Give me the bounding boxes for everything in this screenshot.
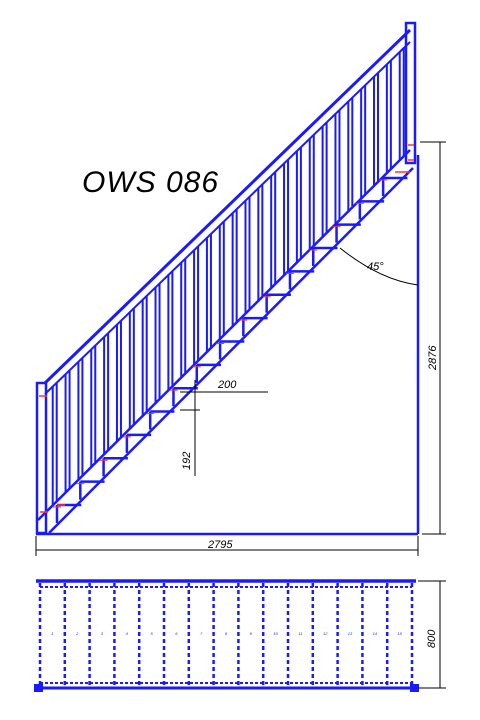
step-profile [148,410,175,430]
baluster [128,308,135,429]
height-dimension-line [420,141,446,535]
plan-bottom-post-right [410,684,419,692]
red-joint-marks [39,144,414,513]
baluster [180,258,187,378]
step-profile [125,433,152,453]
baluster-group [51,47,405,506]
baluster [373,72,380,186]
baluster [77,357,84,480]
plan-step-number: 3 [101,631,104,636]
baluster [51,382,58,506]
baluster [360,85,367,199]
bottom-newel-post [35,381,48,535]
plan-step-number: 9 [250,631,253,636]
tread-dimension-line [180,380,268,476]
plan-step-number: 8 [225,631,228,636]
plan-step-number: 1 [51,631,53,636]
tread-depth-label: 200 [217,379,237,391]
step-profile [358,200,385,220]
riser-height-label: 192 [181,452,193,470]
angle-arc [339,247,419,286]
stringer-lower-edge [48,167,414,534]
step-profile [79,480,105,500]
handrail-top [43,28,412,385]
baluster [205,233,212,352]
plan-step-number: 2 [75,631,79,636]
plan-step-number: 15 [397,631,402,636]
baluster [231,209,238,327]
step-profile [265,293,291,313]
width-dimension-line [418,580,446,689]
baluster [193,246,200,365]
length-dimension-line [35,536,419,556]
baluster [283,159,290,276]
step-profile [172,386,198,407]
baluster [308,134,315,250]
angle-label: 45° [367,261,384,273]
baluster [141,295,148,416]
plan-step-number: 6 [175,631,178,636]
total-height-label: 2876 [427,345,439,371]
step-profile-group [53,176,408,523]
side-elevation: 45° 200 192 2876 2795 OWS 086 [35,21,446,556]
width-label: 800 [426,629,438,648]
step-profile [195,363,222,383]
step-profile [312,246,338,267]
baluster [321,122,328,237]
step-profile [218,340,245,360]
step-profile [102,457,128,477]
baluster [64,370,71,493]
step-profile [242,316,268,337]
baluster [154,283,161,404]
baluster [398,47,405,161]
baluster [167,271,174,391]
baluster [334,109,341,225]
baluster [295,147,302,263]
plan-step-number: 14 [373,631,378,636]
baluster [115,320,122,442]
step-profile [288,270,315,290]
step-profile [381,176,408,196]
plan-step-number: 13 [348,631,353,636]
plan-step-number: 11 [298,631,302,636]
baluster [218,221,225,340]
total-length-label: 2795 [207,539,233,551]
plan-step-number: 5 [150,631,153,636]
plan-step-number: 12 [323,631,328,636]
plan-step-number: 10 [273,631,278,636]
baluster [385,60,392,174]
top-newel-post [404,21,417,165]
handrail-bottom [44,41,411,395]
step-profile [335,223,361,243]
baluster [257,184,264,301]
plan-step-number: 4 [126,631,129,636]
baluster [244,196,251,314]
plan-step-number: 7 [200,631,203,636]
baluster [347,97,354,212]
baluster [270,171,277,289]
baluster [90,345,97,468]
drawing-title: OWS 086 [82,166,219,199]
plan-bottom-post-left [34,684,43,692]
baluster [103,332,110,455]
